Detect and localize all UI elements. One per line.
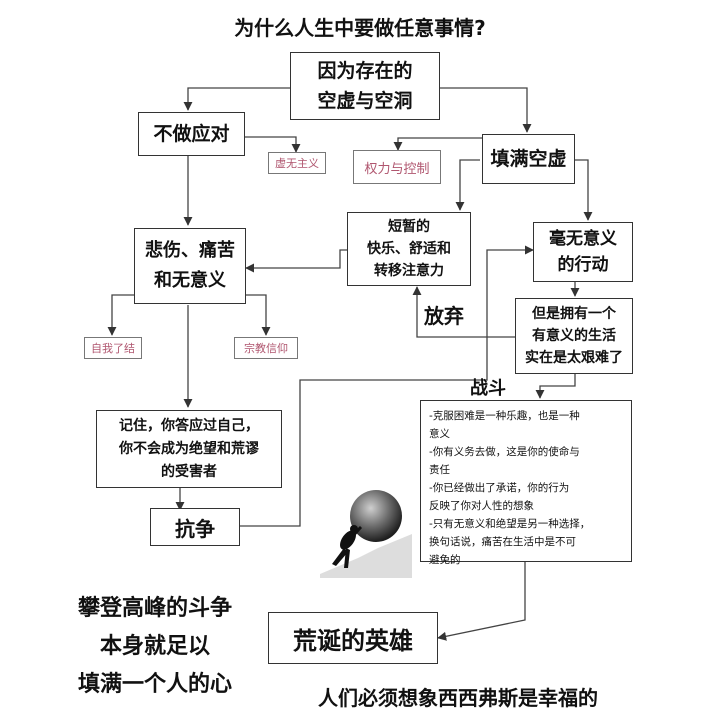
quote-climbing-struggle: 攀登高峰的斗争 本身就足以 填满一个人的心 [77, 596, 232, 697]
quote-sisyphus-happy: 人们必须想象西西弗斯是幸福的 [318, 686, 598, 710]
label-give-up: 放弃 [424, 304, 464, 328]
node-short-pleasure: 短暂的 快乐、舒适和 转移注意力 [347, 212, 471, 286]
node-fill-void: 填满空虚 [482, 134, 575, 184]
node-absurd-hero: 荒诞的英雄 [268, 612, 438, 664]
node-nihilism: 虚无主义 [268, 152, 326, 174]
label-resist: 抗争 [150, 508, 240, 546]
page-title: 为什么人生中要做任意事情? [234, 16, 486, 40]
node-religion: 宗教信仰 [234, 337, 298, 359]
node-suicide: 自我了结 [84, 337, 142, 359]
sisyphus-illustration [320, 490, 412, 578]
node-power-control: 权力与控制 [353, 150, 441, 184]
node-meaningful-life-hard: 但是拥有一个 有意义的生活 实在是太艰难了 [515, 298, 633, 374]
label-fight: 战斗 [470, 378, 506, 399]
node-not-respond: 不做应对 [138, 112, 245, 156]
node-existential-void: 因为存在的 空虚与空洞 [290, 52, 440, 120]
node-remember-promise: 记住，你答应过自己， 你不会成为绝望和荒谬 的受害者 [96, 410, 282, 488]
node-meaningless-action: 毫无意义 的行动 [533, 222, 633, 282]
node-sorrow-pain: 悲伤、痛苦 和无意义 [134, 228, 246, 304]
node-fight-reasons: -克服困难是一种乐趣，也是一种 意义 -你有义务去做，这是你的使命与 责任 -你… [420, 400, 632, 566]
